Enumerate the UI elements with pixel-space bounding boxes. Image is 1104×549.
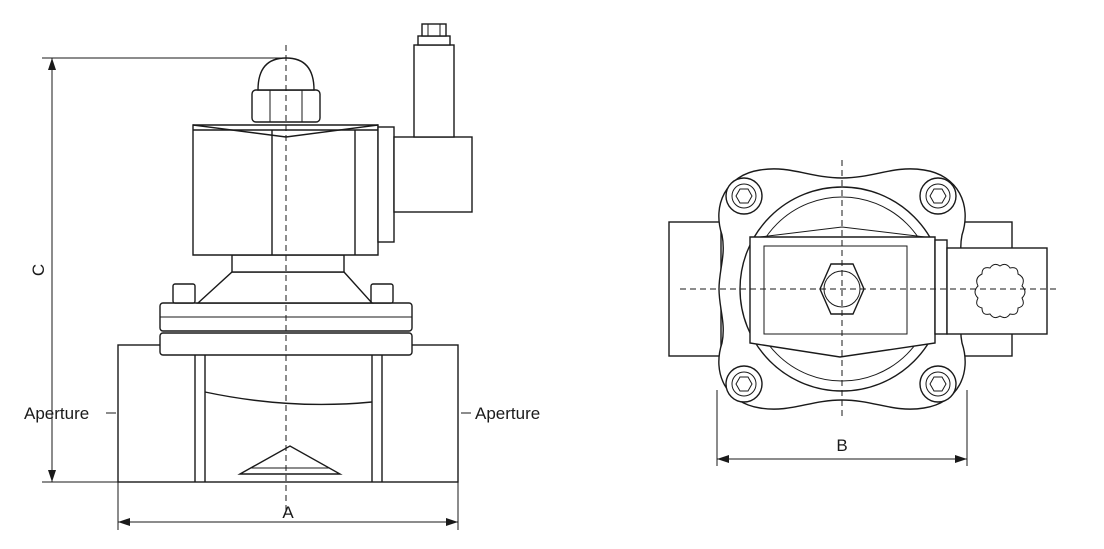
top-view: B xyxy=(668,160,1060,466)
dimension-a: A xyxy=(117,482,459,530)
bolt-top-left xyxy=(725,177,763,215)
dimension-c: C xyxy=(29,57,286,483)
bolt-bottom-right xyxy=(919,365,957,403)
solenoid-coil xyxy=(192,23,473,256)
dim-b-label: B xyxy=(836,436,847,455)
dim-a-label: A xyxy=(282,503,294,522)
side-view: C A Aperture Aperture xyxy=(24,23,540,530)
aperture-left-label: Aperture xyxy=(24,404,89,423)
dim-c-label: C xyxy=(29,264,48,276)
bolt-bottom-left xyxy=(725,365,763,403)
aperture-callouts: Aperture Aperture xyxy=(24,404,540,423)
valve-body xyxy=(117,344,459,483)
dimension-b: B xyxy=(716,390,968,466)
aperture-right-label: Aperture xyxy=(475,404,540,423)
bolt-top-right xyxy=(919,177,957,215)
connector-icon xyxy=(974,263,1026,319)
